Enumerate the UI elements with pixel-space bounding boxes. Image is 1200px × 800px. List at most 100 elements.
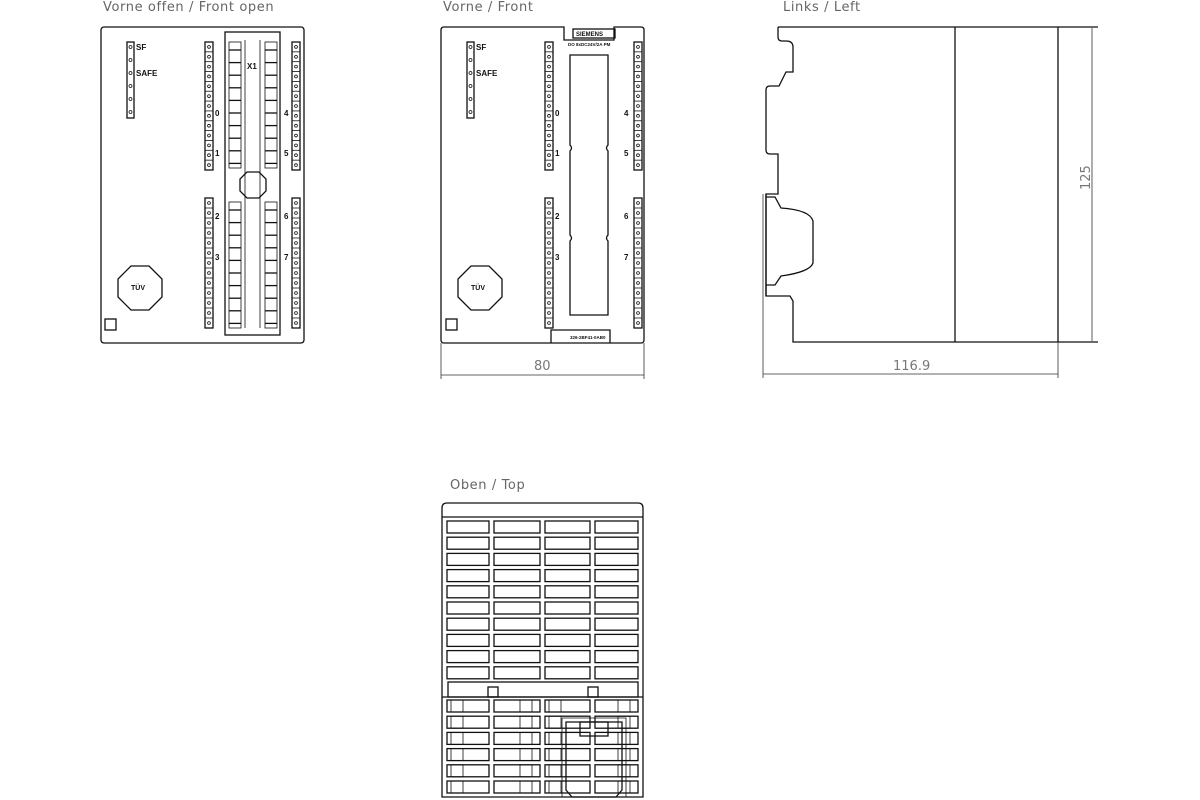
wire-entry xyxy=(594,731,639,746)
status-led xyxy=(636,114,640,118)
status-led xyxy=(207,153,211,158)
left-view: 125 116.9 xyxy=(762,26,1098,378)
channel-label: 3 xyxy=(555,253,560,262)
vent-slot xyxy=(493,633,541,648)
status-led xyxy=(207,321,211,325)
terminal-strip xyxy=(204,41,214,171)
status-led xyxy=(207,261,211,265)
status-led xyxy=(636,133,640,138)
vent-slot xyxy=(446,552,490,567)
wire-entry xyxy=(544,764,591,778)
connector-terminal-column xyxy=(264,41,278,169)
status-led xyxy=(547,153,551,158)
led-indicator xyxy=(468,110,473,114)
status-led xyxy=(636,64,640,69)
rail-hook xyxy=(765,194,814,296)
status-led xyxy=(547,163,551,167)
status-led xyxy=(207,94,211,98)
terminal-strip xyxy=(291,197,301,329)
led-indicator xyxy=(128,58,133,62)
status-led xyxy=(547,54,551,59)
led-indicator xyxy=(468,58,473,62)
status-led xyxy=(547,143,551,148)
wire-entry xyxy=(446,747,490,762)
status-led xyxy=(547,241,551,245)
status-led xyxy=(207,231,211,235)
vent-slot xyxy=(544,520,591,534)
vent-slot xyxy=(446,649,490,664)
led-label-sf: SF xyxy=(136,43,146,52)
status-led xyxy=(547,221,551,225)
title-left: Links / Left xyxy=(783,0,861,15)
status-led xyxy=(636,281,640,285)
status-led xyxy=(636,94,640,98)
vent-slot xyxy=(594,568,639,583)
status-led xyxy=(207,301,211,305)
wire-entry xyxy=(446,780,490,794)
status-led xyxy=(207,281,211,285)
status-led xyxy=(294,201,298,205)
status-led xyxy=(294,271,298,275)
wire-entry xyxy=(493,780,541,794)
connector-plug xyxy=(565,721,623,798)
status-led xyxy=(547,201,551,205)
module-body xyxy=(100,26,305,344)
status-led xyxy=(547,311,551,315)
status-led xyxy=(294,133,298,138)
status-led xyxy=(636,163,640,167)
vent-slot xyxy=(446,617,490,631)
status-led xyxy=(547,123,551,128)
channel-label: 7 xyxy=(284,253,289,262)
status-led xyxy=(207,133,211,138)
wire-entry xyxy=(544,731,591,746)
led-indicator xyxy=(128,84,133,88)
status-led xyxy=(547,261,551,265)
channel-label: 5 xyxy=(284,149,289,158)
tuv-cert-mark xyxy=(117,265,163,311)
vent-slot xyxy=(544,617,591,631)
status-led xyxy=(207,84,211,89)
vent-slot xyxy=(446,585,490,599)
status-led xyxy=(636,45,640,49)
vent-slot xyxy=(446,568,490,583)
vent-slot xyxy=(594,585,639,599)
status-led xyxy=(207,114,211,118)
status-led xyxy=(547,64,551,69)
status-led xyxy=(207,123,211,128)
status-led xyxy=(636,261,640,265)
status-led xyxy=(547,114,551,118)
status-led xyxy=(207,64,211,69)
vent-slot xyxy=(446,601,490,615)
connector-terminal-column xyxy=(228,41,242,169)
channel-label: 6 xyxy=(284,212,289,221)
status-led xyxy=(207,221,211,225)
status-led xyxy=(547,321,551,325)
status-led xyxy=(207,201,211,205)
status-led xyxy=(294,241,298,245)
status-led xyxy=(636,153,640,158)
status-led xyxy=(294,221,298,225)
led-indicator xyxy=(128,97,133,101)
channel-label: 1 xyxy=(215,149,220,158)
wire-entry xyxy=(446,699,490,713)
status-led xyxy=(636,201,640,205)
vent-slot xyxy=(594,649,639,664)
status-led xyxy=(207,241,211,245)
led-indicator xyxy=(128,45,133,49)
vent-slot xyxy=(594,536,639,550)
vent-slot xyxy=(446,666,490,680)
terminal-strip xyxy=(544,197,554,329)
grounding-point xyxy=(445,318,458,331)
vent-slot xyxy=(493,601,541,615)
status-led xyxy=(547,251,551,255)
status-led xyxy=(294,211,298,215)
status-led xyxy=(547,94,551,98)
led-strip xyxy=(126,41,135,119)
status-led xyxy=(636,251,640,255)
connector-terminal-column xyxy=(228,201,242,329)
module-body xyxy=(440,26,645,344)
status-led xyxy=(294,64,298,69)
status-led xyxy=(547,291,551,295)
wire-entry xyxy=(493,731,541,746)
channel-label: 4 xyxy=(624,109,629,118)
